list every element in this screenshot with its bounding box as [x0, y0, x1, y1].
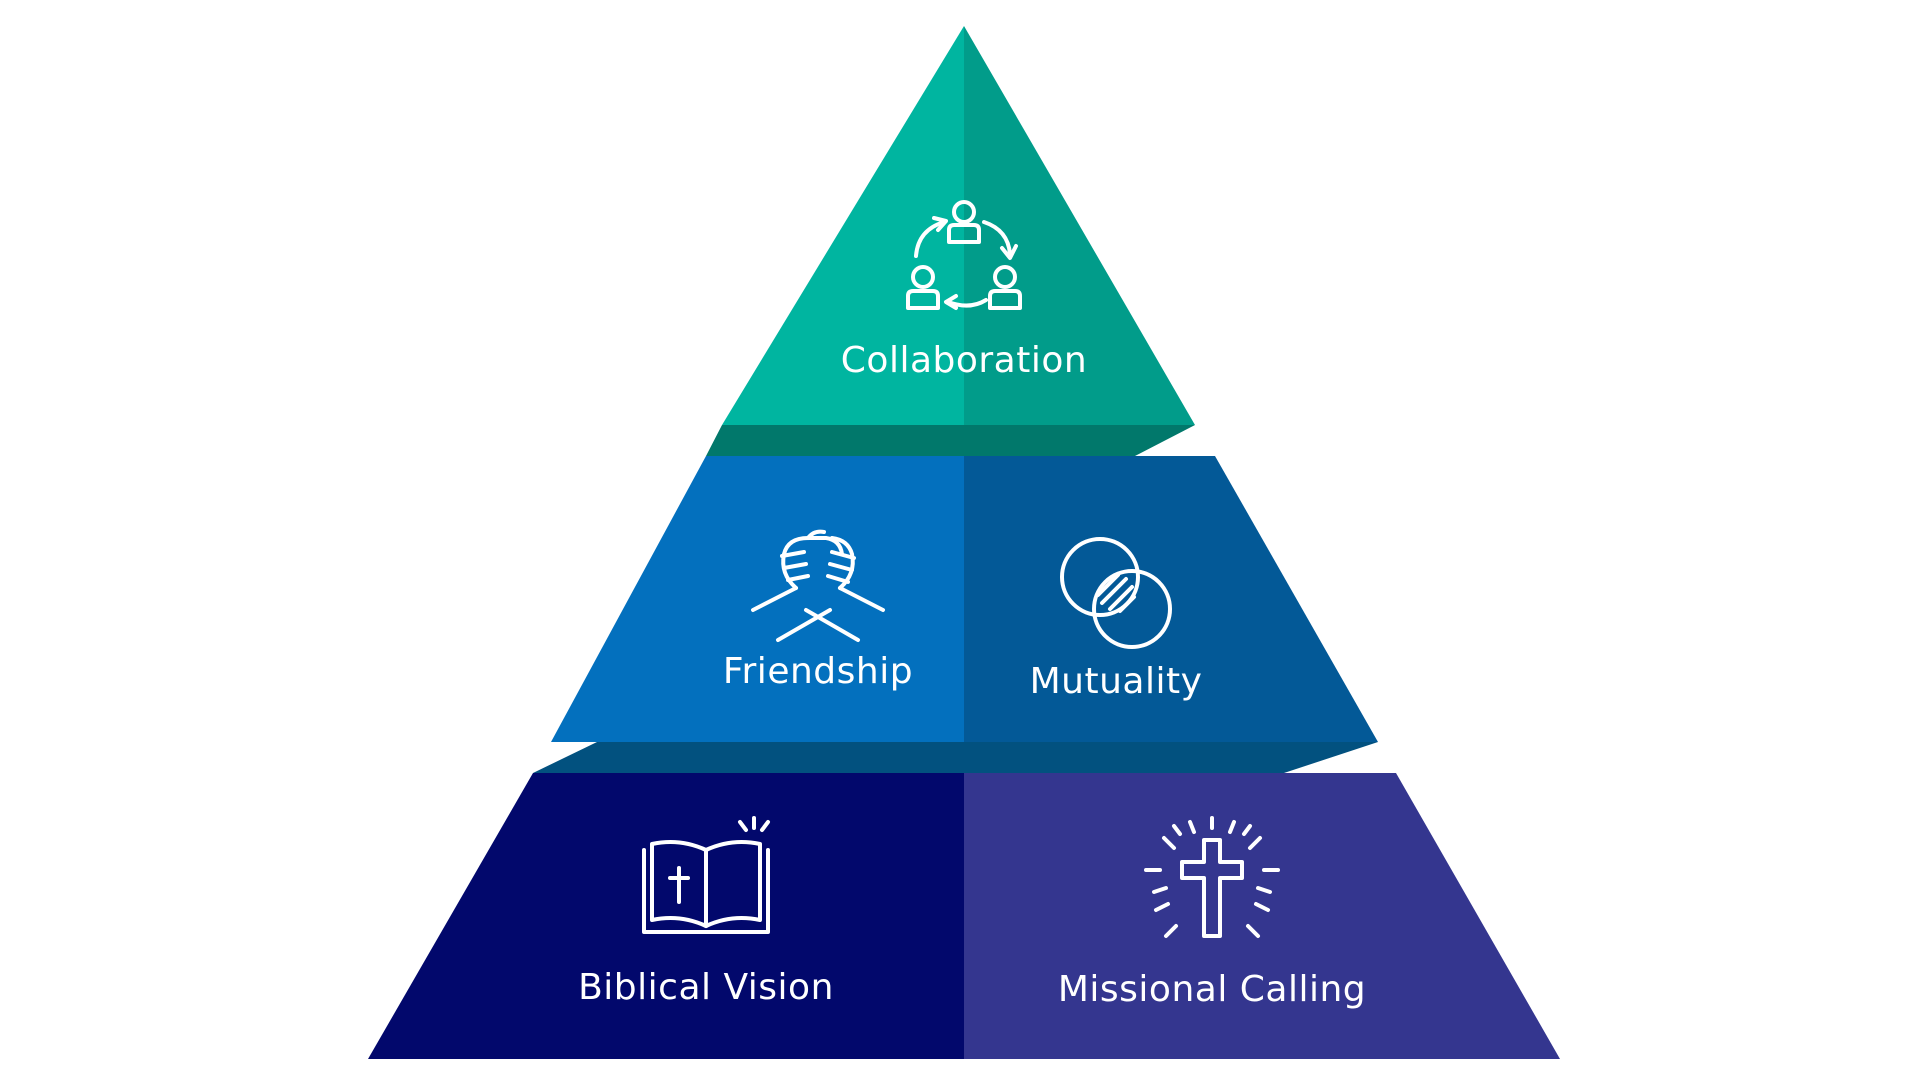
middle-tier-left-face — [551, 456, 964, 742]
middle-tier-shelf — [533, 742, 1378, 773]
open-bible-icon — [642, 816, 770, 934]
collaboration-label: Collaboration — [841, 340, 1087, 381]
top-tier-right-face — [964, 26, 1195, 425]
top-tier-shelf — [706, 425, 1195, 456]
bottom-tier-left-face — [368, 773, 964, 1059]
people-cycle-icon — [906, 200, 1022, 310]
missional-calling-label: Missional Calling — [1058, 969, 1366, 1010]
tier-collaboration: Collaboration — [706, 26, 1195, 456]
biblical-vision-label: Biblical Vision — [578, 967, 834, 1008]
overlapping-circles-icon — [1060, 537, 1172, 649]
bottom-tier-right-face — [964, 773, 1560, 1059]
friendship-label: Friendship — [723, 651, 913, 692]
handshake-icon — [751, 529, 885, 642]
radiant-cross-icon — [1144, 816, 1280, 938]
middle-tier-right-face — [964, 456, 1378, 742]
top-tier-left-face — [722, 26, 964, 425]
tier-bottom: Biblical Vision Missional Calling — [368, 773, 1560, 1059]
tier-middle: Friendship Mutuality — [533, 456, 1378, 773]
mutuality-label: Mutuality — [1030, 661, 1203, 702]
